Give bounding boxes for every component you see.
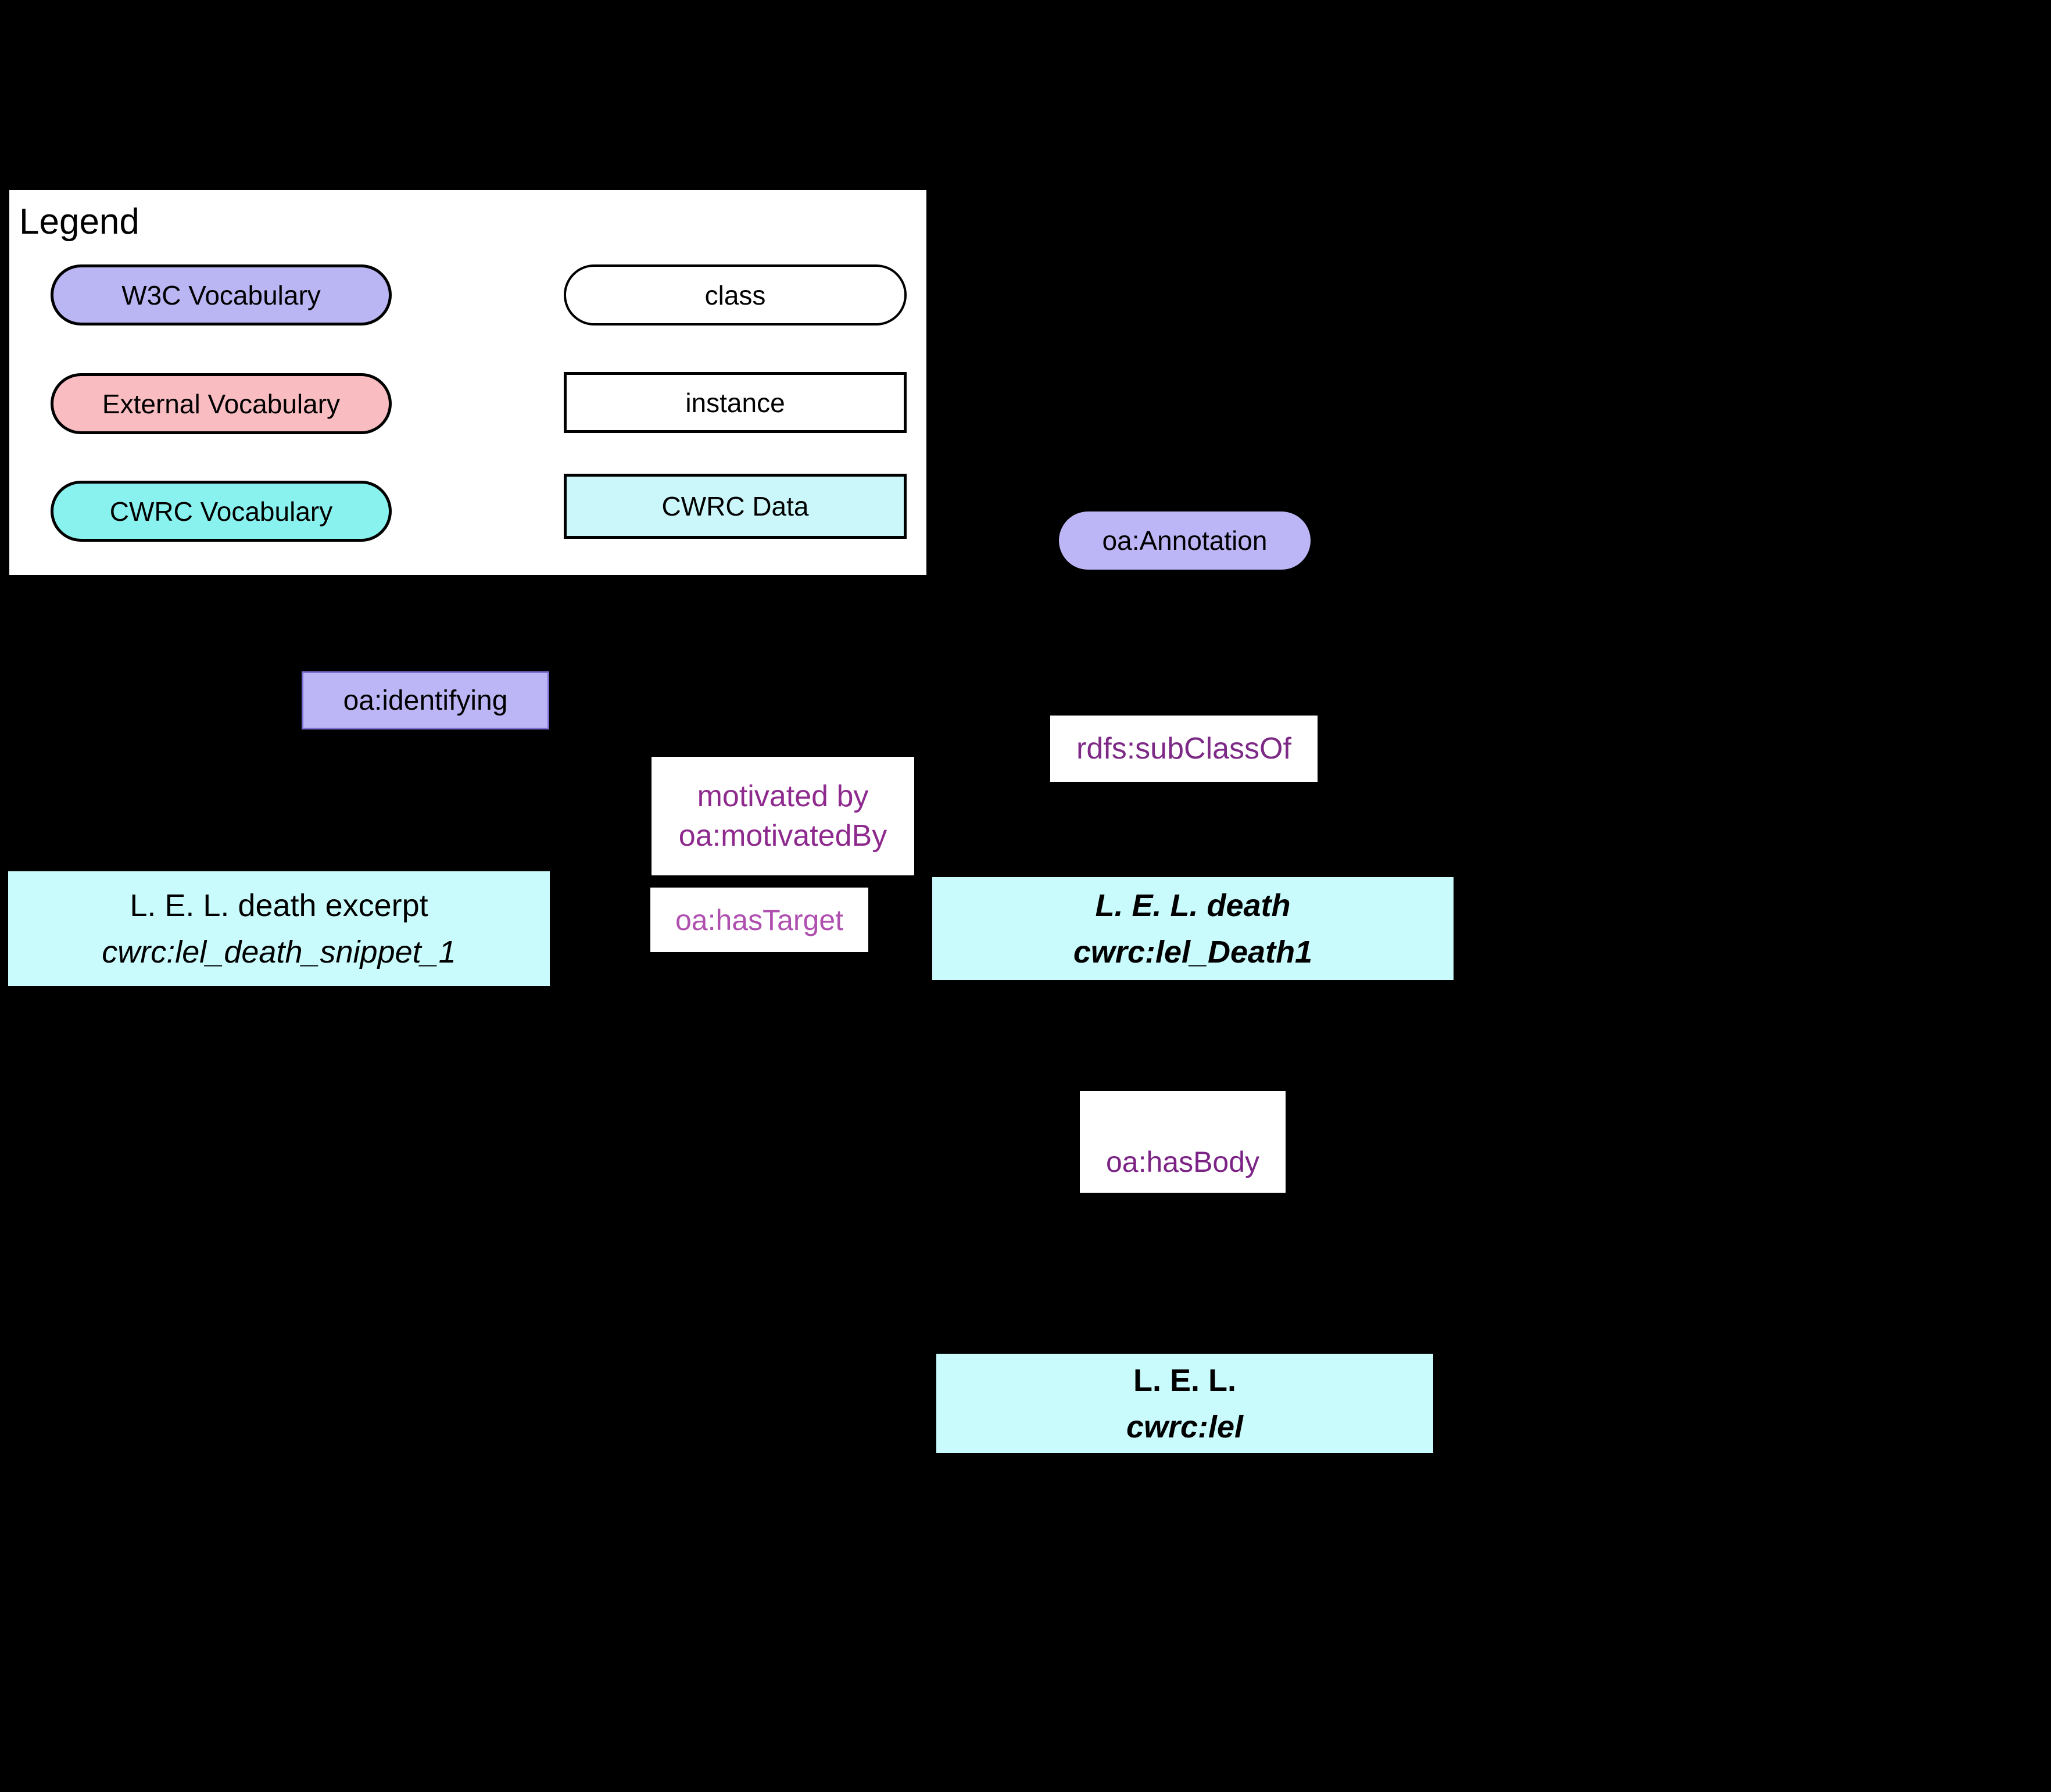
edge-label-text: oa:hasTarget bbox=[675, 903, 844, 936]
node-lel-death-excerpt: L. E. L. death excerpt cwrc:lel_death_sn… bbox=[6, 869, 552, 988]
node-lel: L. E. L. cwrc:lel bbox=[934, 1351, 1436, 1455]
node-oa-identifying: oa:identifying bbox=[302, 671, 549, 729]
legend-item-label: CWRC Vocabulary bbox=[109, 496, 333, 527]
edge-label-oa-hasbody: oa:hasBody bbox=[1080, 1091, 1286, 1193]
legend-item-w3c-vocabulary: W3C Vocabulary bbox=[51, 264, 392, 326]
legend-item-label: class bbox=[704, 280, 766, 310]
node-title: L. E. L. bbox=[1133, 1362, 1236, 1398]
edge-label-text: motivated by bbox=[697, 779, 869, 813]
legend-item-label: instance bbox=[685, 387, 785, 418]
edge-label-motivated-by: motivated by oa:motivatedBy bbox=[652, 757, 914, 875]
legend-item-cwrc-vocabulary: CWRC Vocabulary bbox=[51, 481, 392, 542]
legend-item-label: W3C Vocabulary bbox=[121, 280, 321, 310]
legend-item-class: class bbox=[564, 264, 907, 326]
node-oa-annotation: oa:Annotation bbox=[1059, 512, 1311, 570]
node-uri: cwrc:lel_Death1 bbox=[1073, 934, 1313, 970]
legend-item-label: CWRC Data bbox=[661, 491, 809, 521]
edge-label-oa-hastarget: oa:hasTarget bbox=[650, 888, 868, 952]
edge-label-text: oa:hasBody bbox=[1105, 1146, 1260, 1178]
node-label: oa:identifying bbox=[343, 685, 508, 716]
node-title: L. E. L. death excerpt bbox=[130, 888, 428, 923]
edge-label-property: oa:motivatedBy bbox=[678, 819, 887, 853]
legend-item-instance: instance bbox=[564, 372, 907, 433]
node-lel-death: L. E. L. death cwrc:lel_Death1 bbox=[930, 875, 1456, 982]
node-uri: cwrc:lel bbox=[1126, 1409, 1244, 1444]
node-label: oa:Annotation bbox=[1102, 525, 1268, 556]
node-uri: cwrc:lel_death_snippet_1 bbox=[102, 934, 456, 970]
edge-label-rdfs-subclassof: rdfs:subClassOf bbox=[1050, 716, 1318, 782]
node-title: L. E. L. death bbox=[1095, 888, 1291, 923]
edge-label-text: rdfs:subClassOf bbox=[1076, 732, 1291, 766]
legend-title: Legend bbox=[19, 202, 139, 242]
legend-item-external-vocabulary: External Vocabulary bbox=[51, 373, 392, 434]
legend-item-label: External Vocabulary bbox=[102, 388, 341, 419]
legend-item-cwrc-data: CWRC Data bbox=[564, 474, 907, 539]
